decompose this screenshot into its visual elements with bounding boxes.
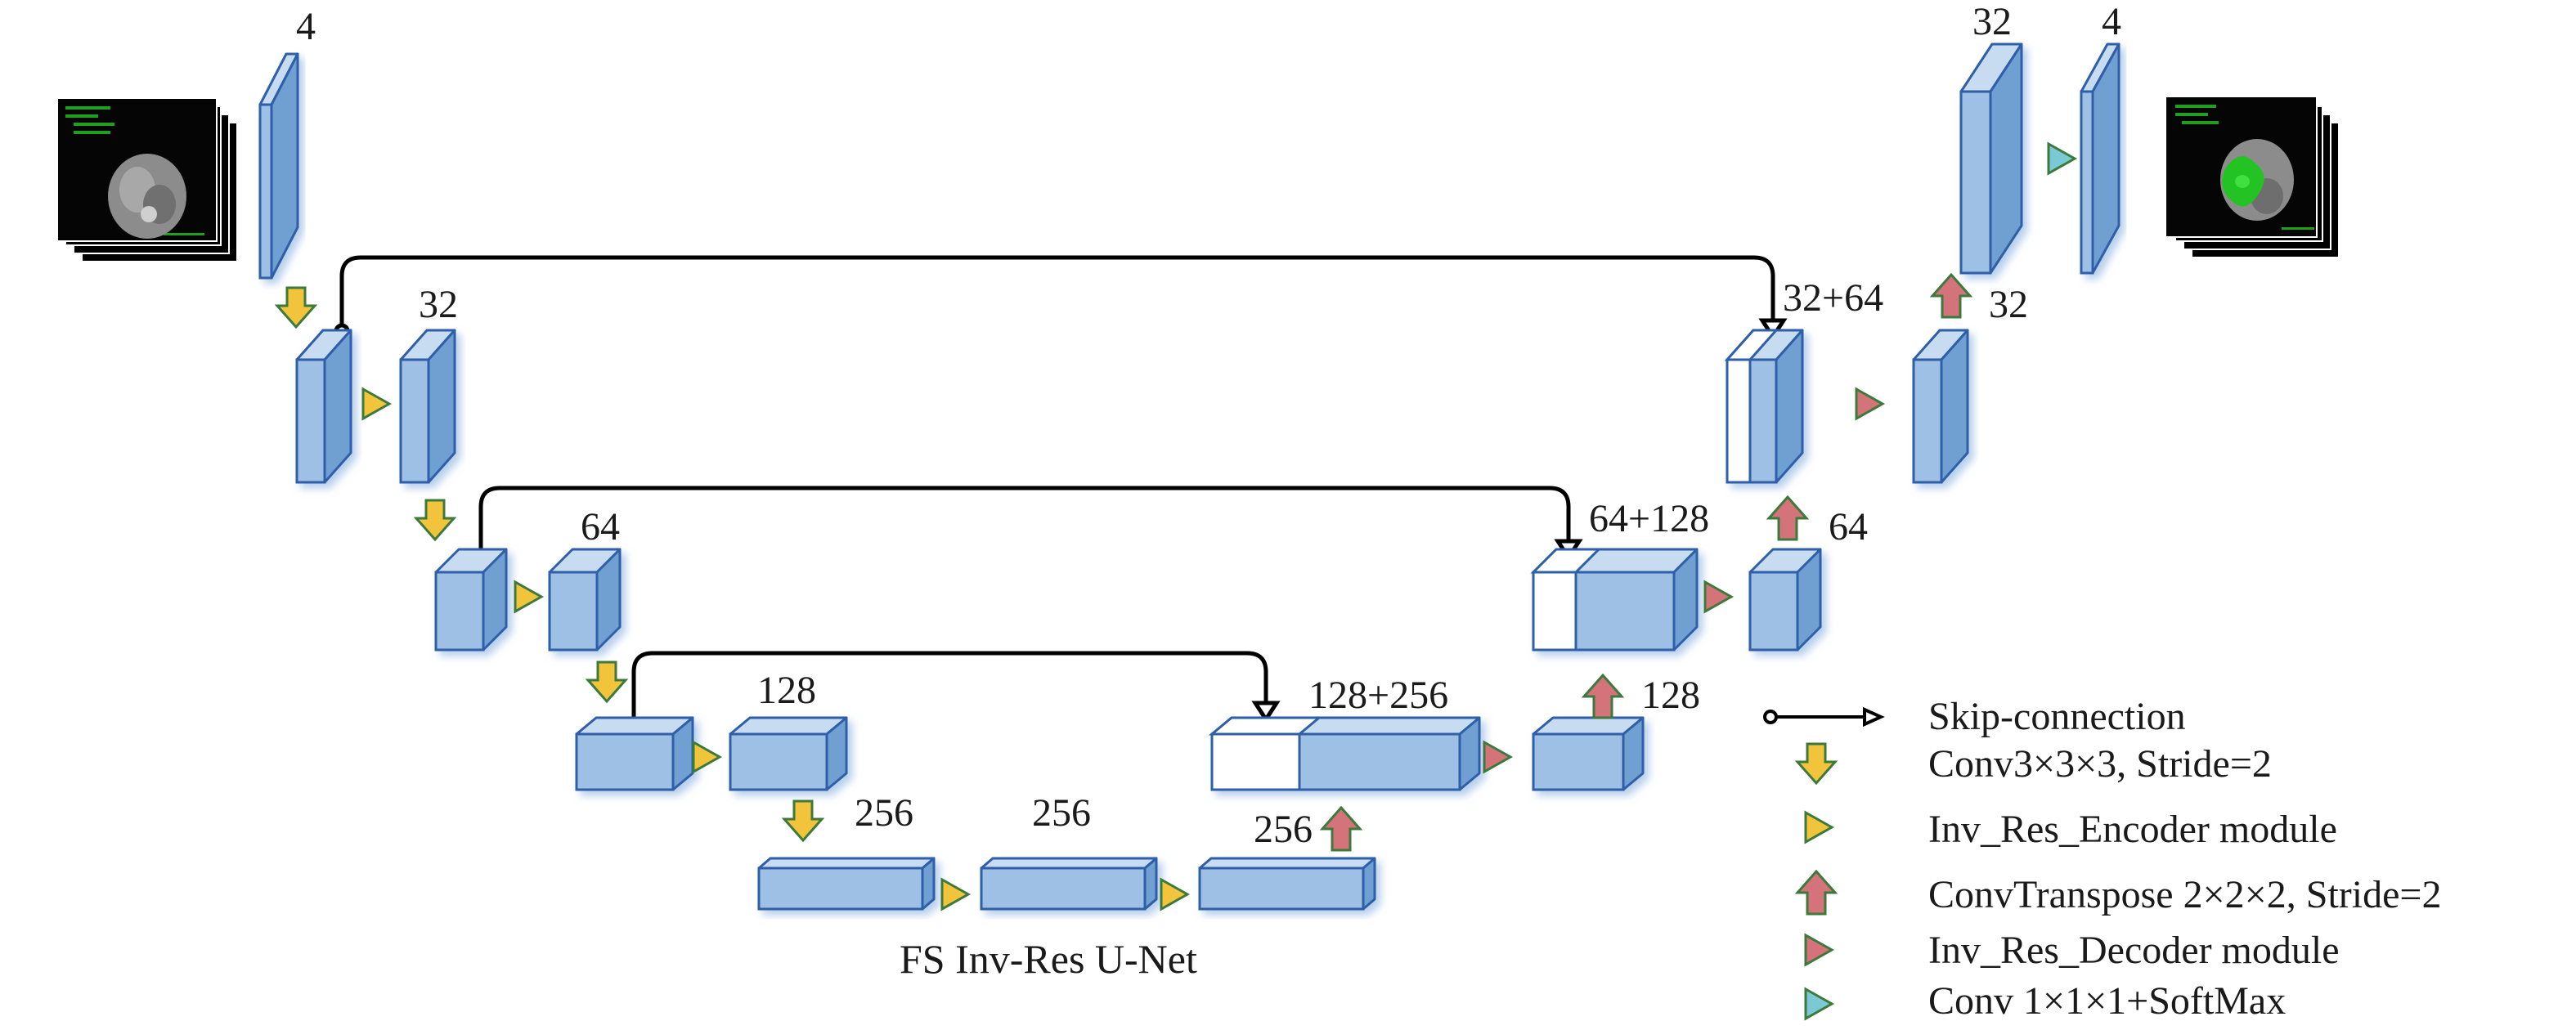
decoder-triangle-2 (1703, 580, 1735, 614)
label-up3: 128 (1641, 674, 1700, 717)
label-up2: 64 (1829, 505, 1868, 549)
label-enc1: 32 (419, 283, 458, 326)
encoder-triangle-4 (940, 877, 972, 911)
input-mri-stack (56, 97, 238, 262)
softmax-triangle (2047, 141, 2078, 176)
label-bottleneck: 256 (1032, 791, 1091, 835)
legend-label-down: Conv3×3×3, Stride=2 (1928, 742, 2272, 786)
up-arrow-2 (1766, 495, 1810, 541)
out-class-block (2080, 43, 2120, 275)
encoder-triangle-3 (692, 740, 723, 774)
dec1-block (1912, 329, 1969, 484)
encoder-triangle-icon (1804, 810, 1835, 844)
out-feat-block (1959, 43, 2023, 275)
skip-connection-2 (473, 486, 1583, 564)
enc1-block-a (295, 329, 352, 484)
legend-label-encoder: Inv_Res_Encoder module (1928, 808, 2337, 851)
legend: Skip-connection Conv3×3×3, Stride=2 Inv_… (1763, 695, 2441, 1023)
down-arrow-2 (413, 499, 457, 542)
dec3-concat-block (1208, 716, 1481, 791)
diagram-caption: FS Inv-Res U-Net (900, 936, 1197, 982)
input-block (258, 52, 299, 280)
legend-item-encoder: Inv_Res_Encoder module (1804, 808, 2337, 851)
dec3-block (1532, 716, 1645, 791)
enc2-block-b (548, 548, 622, 652)
legend-item-softmax: Conv 1×1×1+SoftMax (1804, 979, 2286, 1023)
up-arrow-4 (1319, 805, 1363, 852)
skip-connection-3 (626, 651, 1281, 734)
legend-label-softmax: Conv 1×1×1+SoftMax (1928, 979, 2286, 1023)
dec1-concat-block (1724, 329, 1804, 484)
dec2-block (1748, 548, 1822, 652)
operation-arrows (274, 141, 2078, 911)
down-arrow-4 (781, 799, 825, 843)
enc4-block (757, 857, 936, 911)
legend-item-skip: Skip-connection (1763, 695, 2186, 738)
label-up1: 32 (1989, 283, 2028, 326)
down-arrow-icon (1794, 742, 1838, 786)
bottleneck-block (980, 857, 1158, 911)
label-enc4: 256 (855, 791, 913, 835)
down-arrow-1 (274, 286, 318, 329)
dec2-concat-block (1530, 548, 1699, 652)
up-arrow-3 (1581, 673, 1625, 719)
encoder-triangle-1 (361, 387, 393, 421)
label-dec2-concat: 64+128 (1589, 497, 1709, 540)
up4-block (1198, 857, 1376, 911)
enc3-block-a (575, 716, 694, 791)
label-enc2: 64 (581, 505, 620, 549)
legend-label-skip: Skip-connection (1928, 695, 2186, 738)
encoder-triangle-2 (514, 580, 545, 614)
channel-labels: 4 32 64 128 256 256 256 128+256 128 64+1… (296, 0, 2121, 851)
label-enc3: 128 (757, 669, 816, 712)
legend-label-up: ConvTranspose 2×2×2, Stride=2 (1928, 873, 2441, 916)
skip-connection-1 (334, 255, 1788, 341)
up-arrow-1 (1929, 272, 1973, 319)
legend-label-decoder: Inv_Res_Decoder module (1928, 929, 2340, 972)
decoder-triangle-1 (1855, 387, 1886, 421)
label-out-feat: 32 (1972, 0, 2012, 43)
enc2-block-a (434, 548, 508, 652)
enc1-block-b (399, 329, 456, 484)
label-input-channels: 4 (296, 5, 316, 48)
label-out-classes: 4 (2102, 0, 2121, 43)
skip-connection-icon (1763, 706, 1885, 728)
label-dec3-concat: 128+256 (1308, 674, 1448, 717)
label-up4: 256 (1254, 808, 1313, 851)
down-arrow-3 (585, 661, 629, 704)
up-arrow-icon (1794, 869, 1838, 916)
encoder-triangle-5 (1160, 877, 1191, 911)
decoder-triangle-3 (1483, 740, 1514, 774)
output-segmentation-stack (2165, 96, 2340, 258)
legend-item-down: Conv3×3×3, Stride=2 (1794, 742, 2272, 786)
legend-item-up: ConvTranspose 2×2×2, Stride=2 (1794, 869, 2441, 916)
enc3-block-b (729, 716, 848, 791)
legend-item-decoder: Inv_Res_Decoder module (1804, 929, 2340, 972)
softmax-triangle-icon (1804, 987, 1835, 1021)
decoder-triangle-icon (1804, 933, 1835, 967)
label-dec1-concat: 32+64 (1783, 276, 1883, 320)
feature-blocks (258, 43, 2120, 911)
